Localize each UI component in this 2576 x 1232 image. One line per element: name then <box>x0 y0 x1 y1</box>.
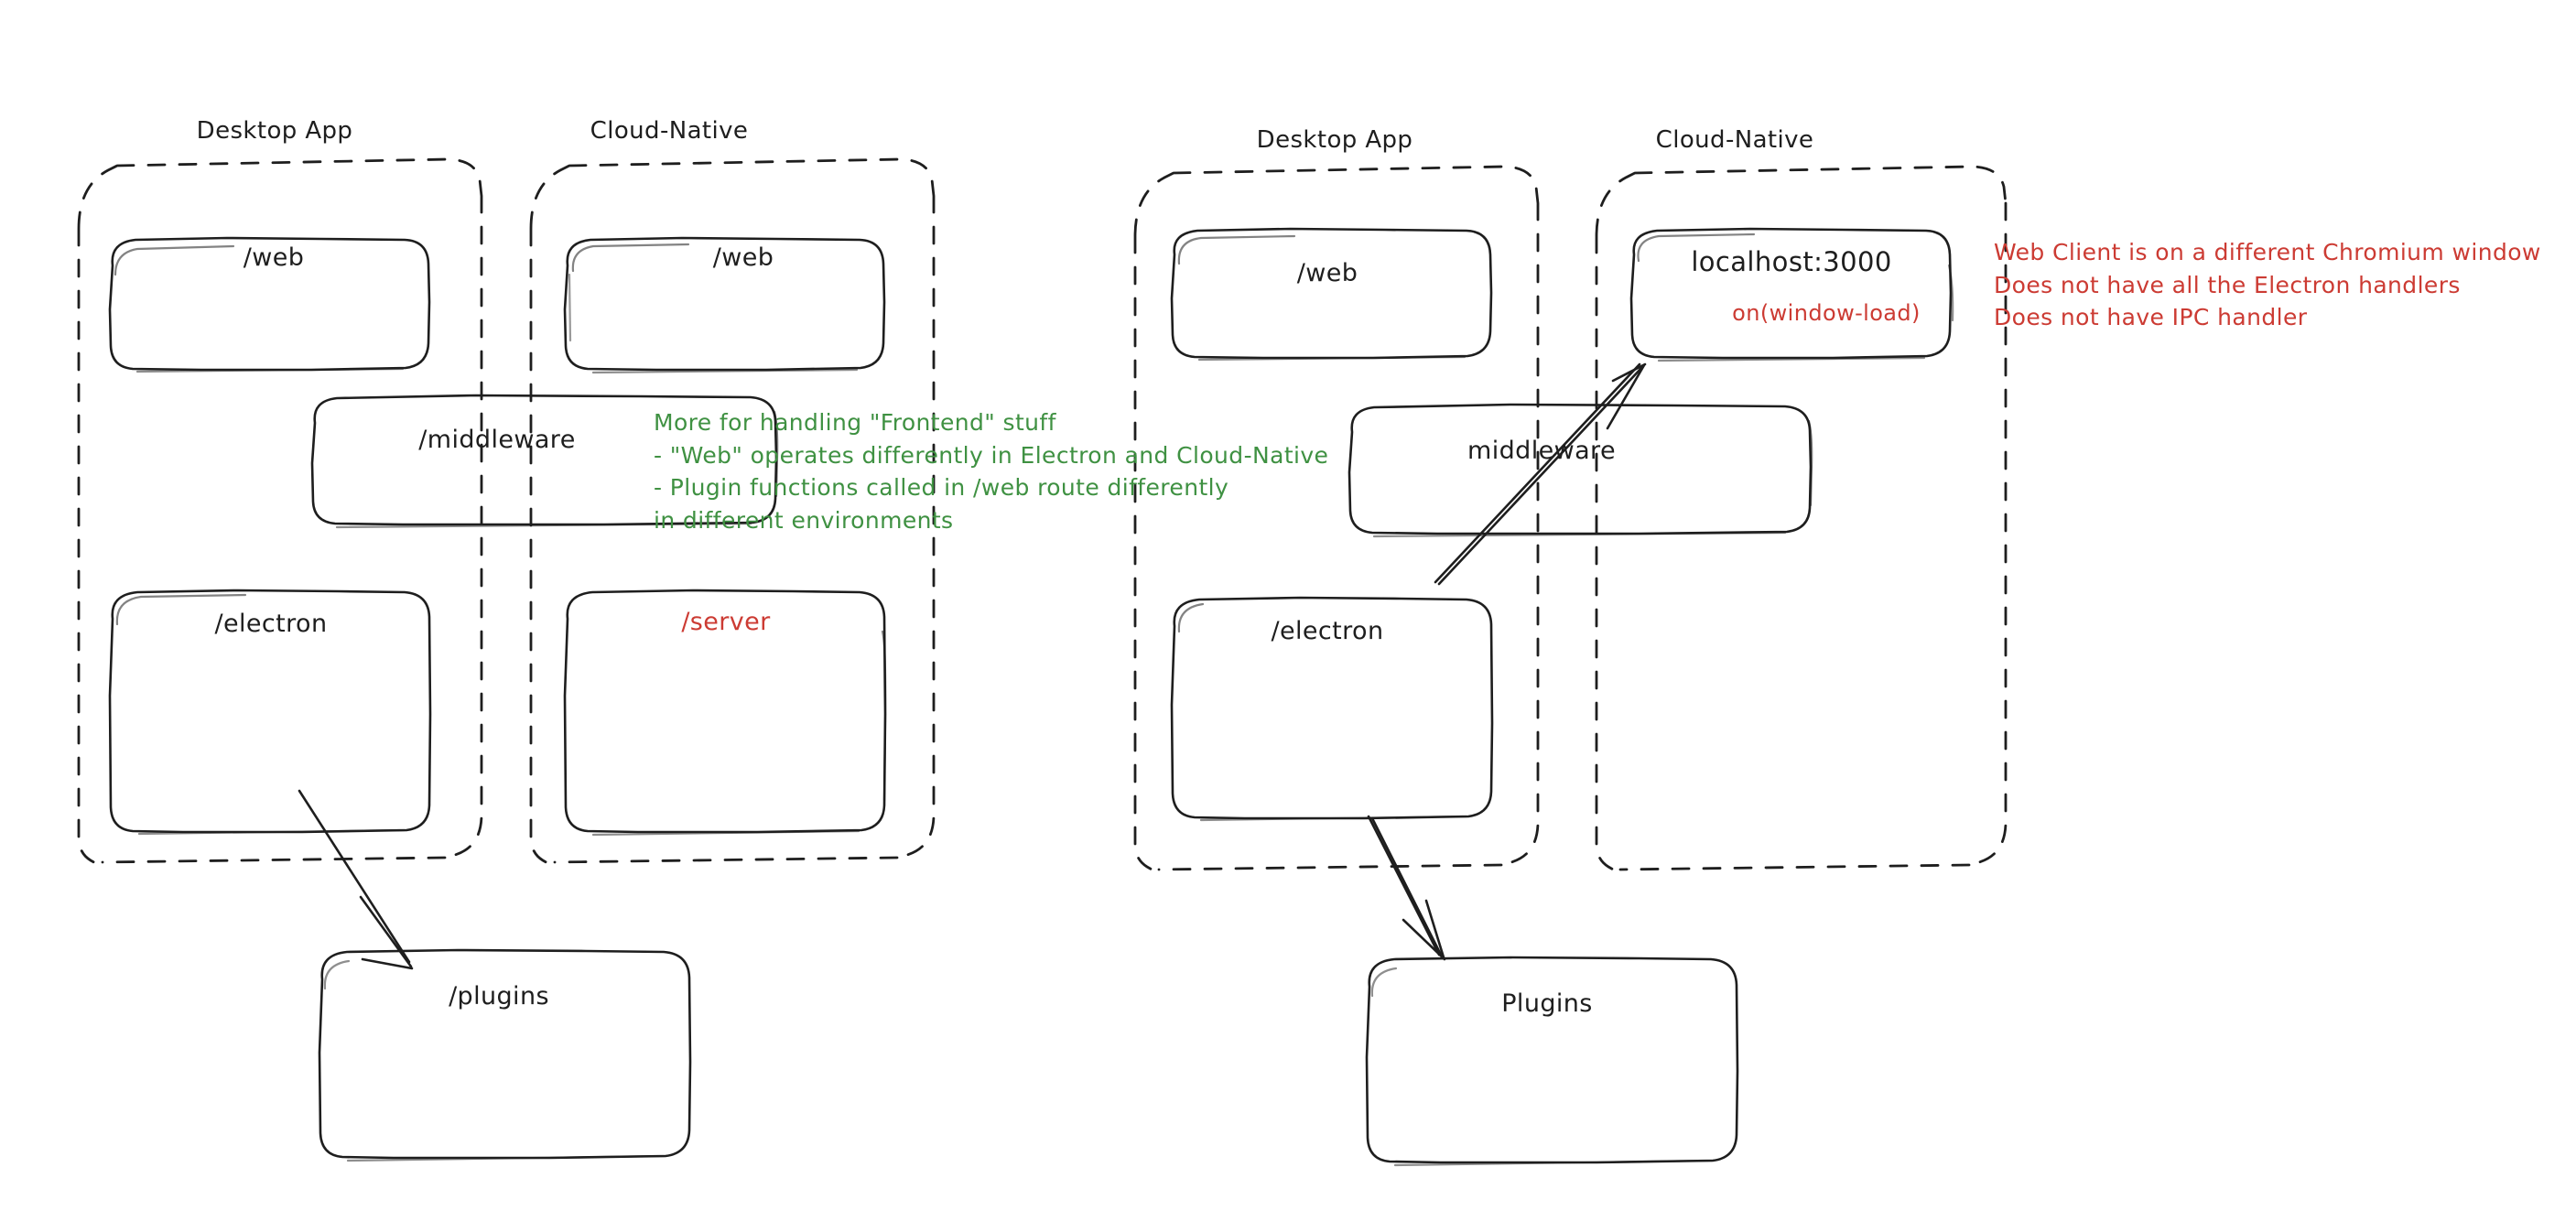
group-outline-left-desktop-app[interactable] <box>77 157 483 866</box>
node-shape-left-desktop-web[interactable] <box>108 236 431 373</box>
edge-right-electron-to-localhost[interactable] <box>1434 362 1647 586</box>
node-shape-right-localhost[interactable] <box>1629 227 1954 362</box>
node-shape-left-plugins[interactable] <box>318 948 692 1162</box>
node-shape-right-desktop-web[interactable] <box>1170 227 1493 362</box>
node-shape-left-electron[interactable] <box>108 589 432 836</box>
node-shape-right-plugins[interactable] <box>1365 956 1739 1167</box>
edge-left-electron-to-plugins[interactable] <box>298 789 414 970</box>
edge-right-electron-to-plugins[interactable] <box>1367 815 1446 961</box>
node-shape-left-server[interactable] <box>563 589 887 837</box>
group-outline-right-cloud-native[interactable] <box>1595 165 2008 872</box>
node-shape-right-middleware[interactable] <box>1348 403 1813 538</box>
node-shape-left-middleware[interactable] <box>310 394 779 529</box>
group-outline-right-desktop-app[interactable] <box>1133 165 1540 872</box>
group-outline-left-cloud-native[interactable] <box>529 157 936 866</box>
node-shape-right-electron[interactable] <box>1170 596 1494 822</box>
node-shape-left-cloud-web[interactable] <box>563 236 886 374</box>
